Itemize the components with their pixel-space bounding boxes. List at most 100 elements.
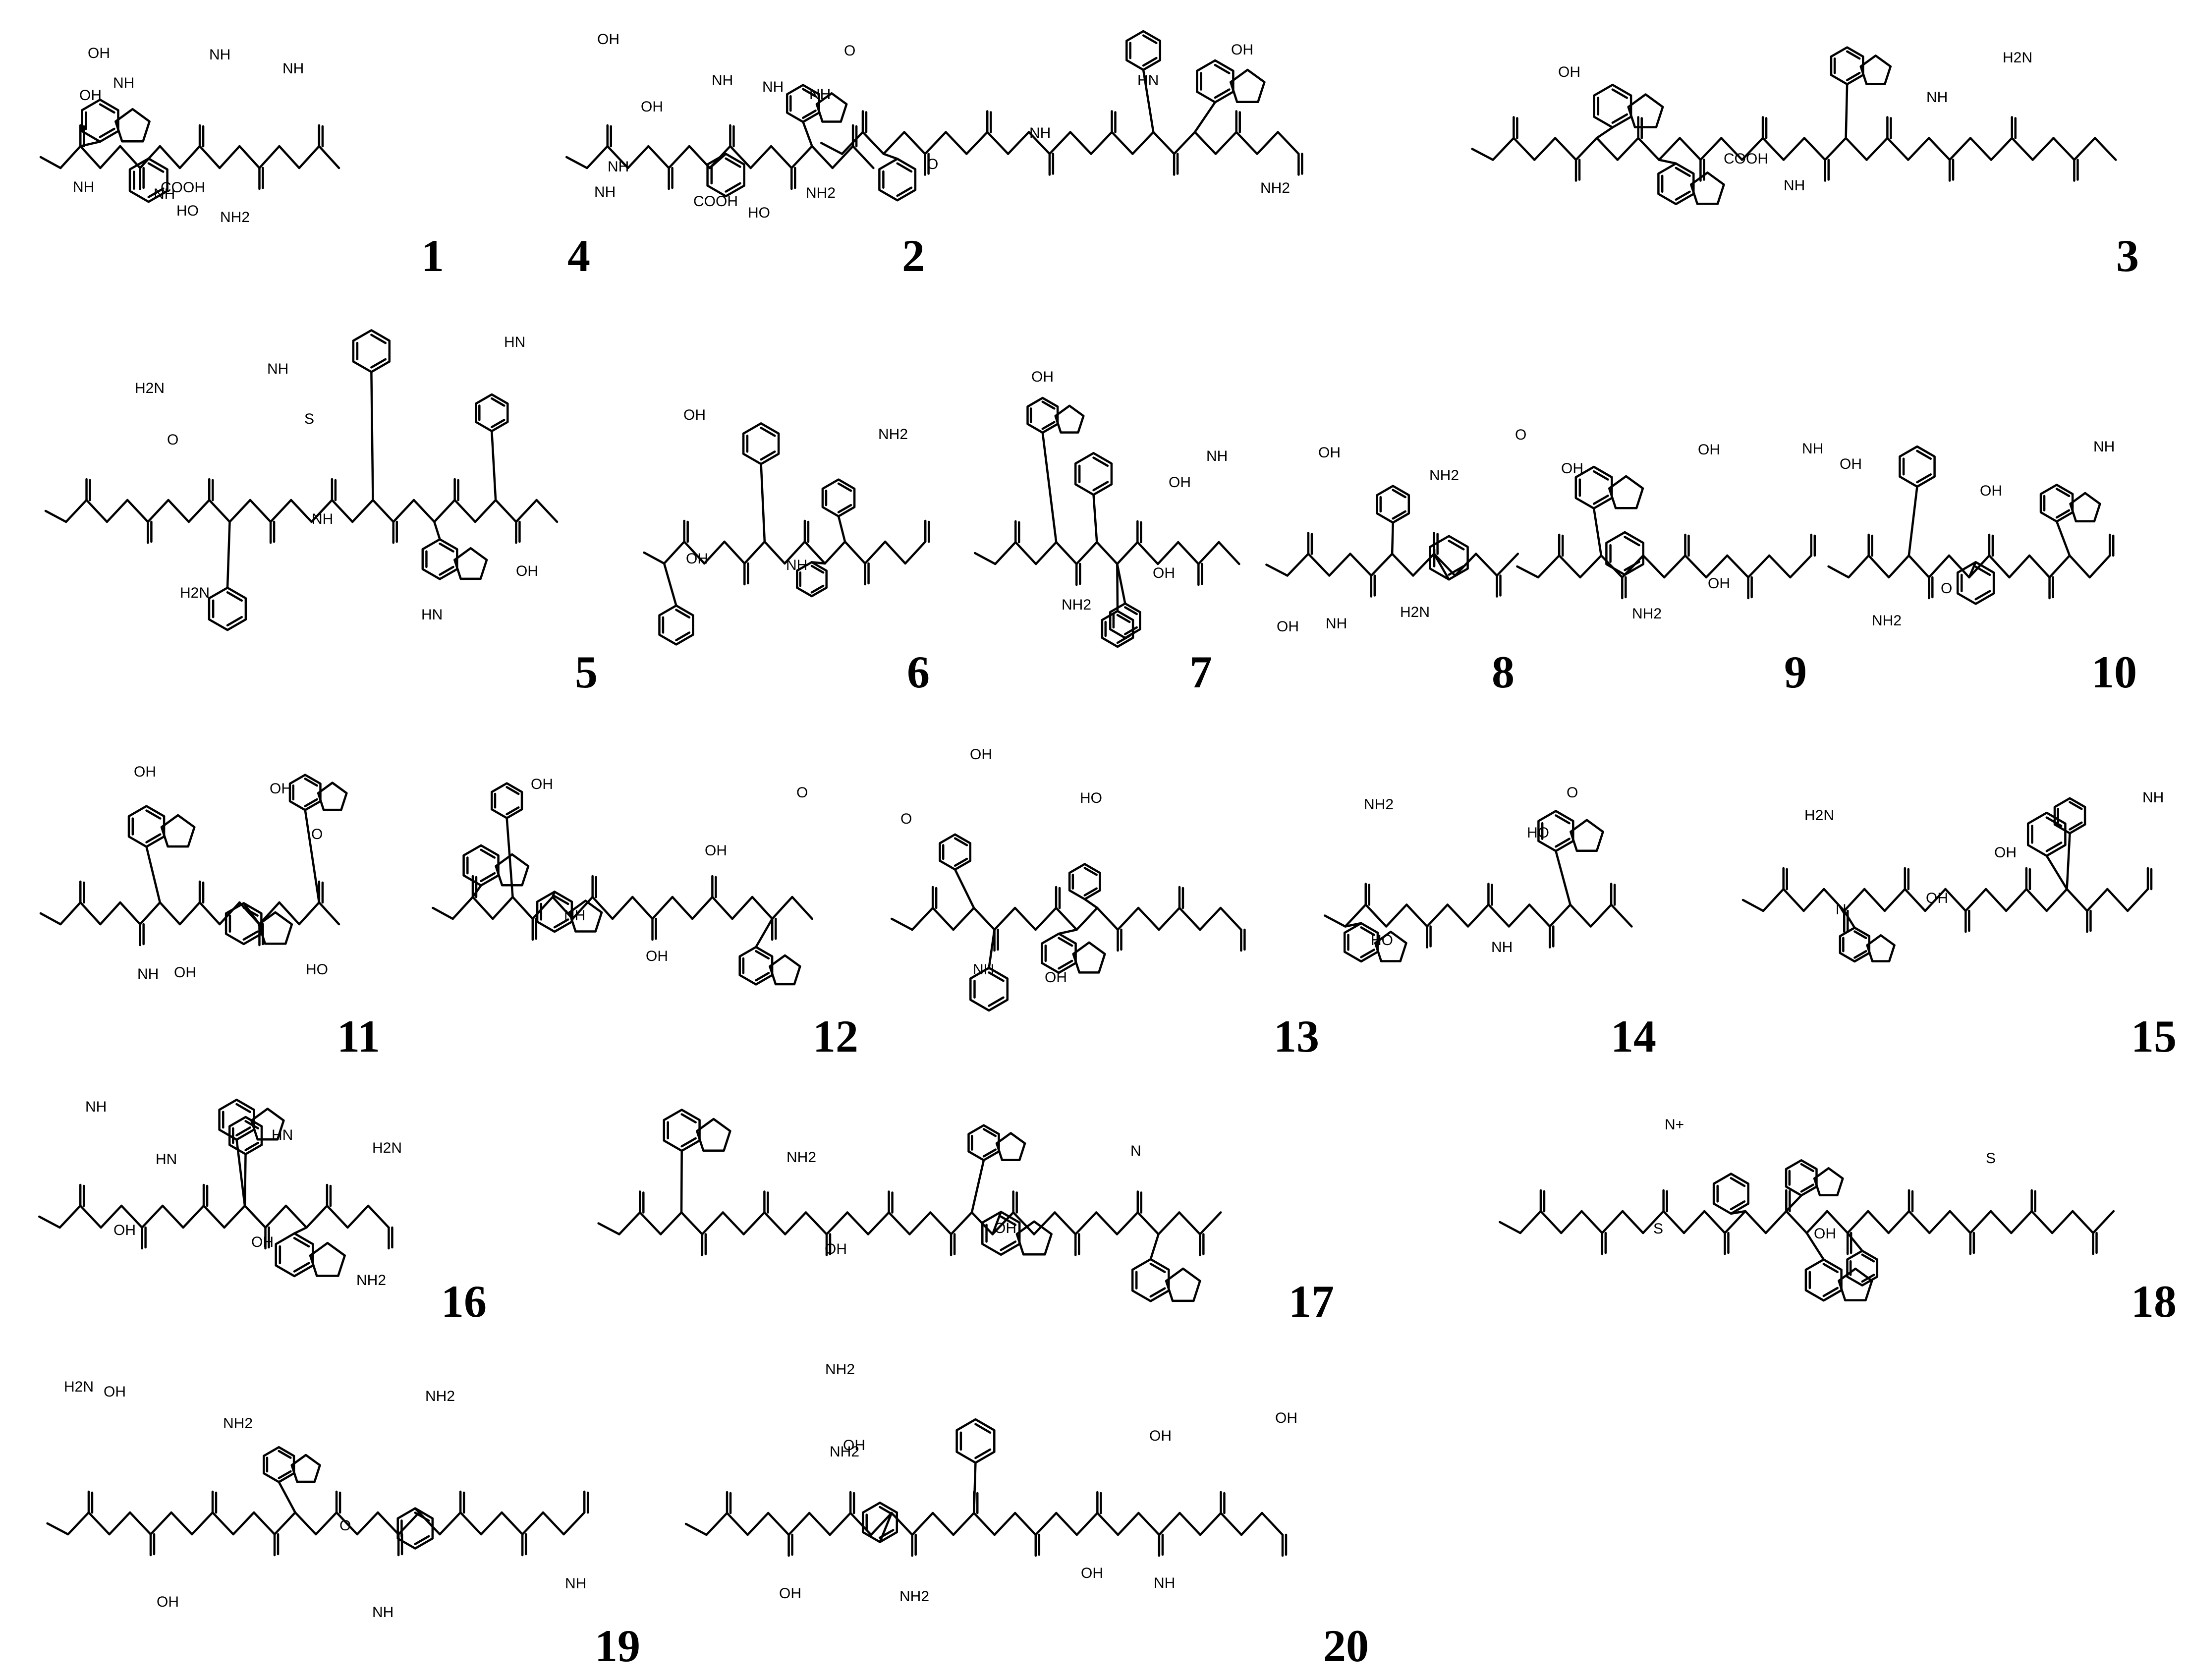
backbone-bond <box>1803 137 1826 161</box>
backbone-bond <box>218 145 241 169</box>
backbone-bond <box>1157 541 1179 565</box>
aromatic-ring <box>1712 1173 1749 1215</box>
five-membered-ring <box>1838 1267 1873 1301</box>
backbone-bond <box>1554 137 1577 161</box>
atom-label: NH <box>1326 616 1347 632</box>
five-membered-ring <box>1054 404 1085 434</box>
backbone-bond <box>1391 553 1414 577</box>
aromatic-ring-double-bond <box>242 930 259 941</box>
aromatic-ring-double-bond <box>1675 190 1691 201</box>
aromatic-ring-double-bond <box>293 1262 310 1273</box>
aromatic-ring <box>658 604 694 646</box>
backbone-bond <box>1683 1210 1706 1234</box>
backbone-bond <box>178 145 201 169</box>
aromatic-ring-double-bond <box>553 918 569 929</box>
backbone-bond <box>1385 903 1408 928</box>
backbone-bond <box>2092 1210 2115 1234</box>
backbone-bond <box>1499 1221 1521 1234</box>
backbone-bond <box>2094 137 2117 161</box>
atom-label: OH <box>251 1234 274 1250</box>
backbone-bond <box>824 540 846 565</box>
backbone-bond <box>1513 137 1536 161</box>
aromatic-ring-double-bond <box>954 857 968 867</box>
five-membered-ring <box>1570 819 1604 852</box>
backbone-bond <box>861 131 885 155</box>
backbone-bond <box>453 499 477 523</box>
backbone-bond <box>1197 541 1220 565</box>
side-chain-bond <box>1116 562 1126 605</box>
backbone-bond <box>1741 898 1765 912</box>
compound-number-label: 10 <box>2091 647 2137 697</box>
aromatic-ring-double-bond <box>982 1128 997 1137</box>
five-membered-ring <box>995 1132 1026 1161</box>
side-chain-bond <box>1391 521 1394 555</box>
aromatic-ring-double-bond <box>99 103 115 114</box>
side-chain-bond <box>505 817 514 898</box>
backbone-bond <box>531 896 554 920</box>
aromatic-ring-double-bond <box>293 1237 310 1248</box>
backbone-bond <box>305 1204 329 1229</box>
aromatic-ring <box>1125 30 1162 71</box>
backbone-bond <box>1265 563 1289 577</box>
side-chain-bond <box>988 928 996 969</box>
atom-label: OH <box>174 964 196 981</box>
backbone-bond <box>1007 131 1030 155</box>
aromatic-ring-double-bond <box>480 848 496 859</box>
backbone-bond <box>2031 137 2055 161</box>
backbone-bond <box>1663 554 1686 579</box>
aromatic-ring-double-bond <box>1846 71 1861 81</box>
aromatic-ring-double-bond <box>1916 449 1932 460</box>
backbone-bond <box>1492 137 1515 161</box>
backbone-bond <box>167 499 190 523</box>
atom-label: H2N <box>2003 50 2032 66</box>
aromatic-ring <box>1376 485 1410 524</box>
backbone-bond <box>1454 553 1477 577</box>
compound-number-label: 9 <box>1784 647 1807 697</box>
backbone-bond <box>663 540 685 565</box>
side-chain-bond <box>1968 561 1977 579</box>
aromatic-ring-double-bond <box>439 565 454 576</box>
aromatic-ring <box>491 782 523 819</box>
aromatic-ring <box>1839 926 1871 963</box>
atom-label: NH <box>73 179 94 195</box>
backbone-bond <box>1924 888 1947 912</box>
backbone-bond <box>1117 906 1140 931</box>
aromatic-ring-double-bond <box>1822 1287 1839 1297</box>
backbone-bond <box>1131 131 1155 155</box>
backbone-bond <box>1055 906 1078 931</box>
backbone-bond <box>202 1204 225 1229</box>
backbone-bond <box>198 145 221 169</box>
aromatic-ring-double-bond <box>755 950 770 960</box>
backbone-bond <box>888 1211 911 1235</box>
backbone-bond <box>931 1512 954 1536</box>
aromatic-ring-double-bond <box>1124 606 1138 616</box>
backbone-bond <box>1827 565 1850 579</box>
backbone-bond <box>618 1211 641 1235</box>
five-membered-ring <box>1608 475 1644 509</box>
aromatic-ring-double-bond <box>1448 540 1465 551</box>
aromatic-ring-double-bond <box>1360 949 1375 958</box>
backbone-bond <box>1034 541 1058 565</box>
backbone-bond <box>1199 1211 1222 1235</box>
backbone-bond <box>1349 553 1373 577</box>
atom-label: NH <box>137 966 159 982</box>
backbone-bond <box>890 917 913 931</box>
atom-label: NH <box>85 1099 107 1115</box>
five-membered-ring <box>1689 171 1725 205</box>
aromatic-ring-double-bond <box>226 591 243 602</box>
aromatic-ring-double-bond <box>837 504 852 513</box>
backbone-bond <box>1579 554 1603 579</box>
side-chain-bond <box>1149 1233 1160 1261</box>
atom-label: OH <box>1169 474 1191 491</box>
atom-label: OH <box>134 764 156 780</box>
backbone-bond <box>326 1204 349 1229</box>
backbone-bond <box>392 499 415 523</box>
backbone-bond <box>1574 137 1598 161</box>
backbone-bond <box>1096 906 1119 931</box>
backbone-bond <box>1883 888 1907 912</box>
atom-label: O <box>927 156 938 172</box>
backbone-bond <box>1013 906 1037 931</box>
backbone-bond <box>198 901 221 926</box>
backbone-bond <box>746 1512 770 1536</box>
